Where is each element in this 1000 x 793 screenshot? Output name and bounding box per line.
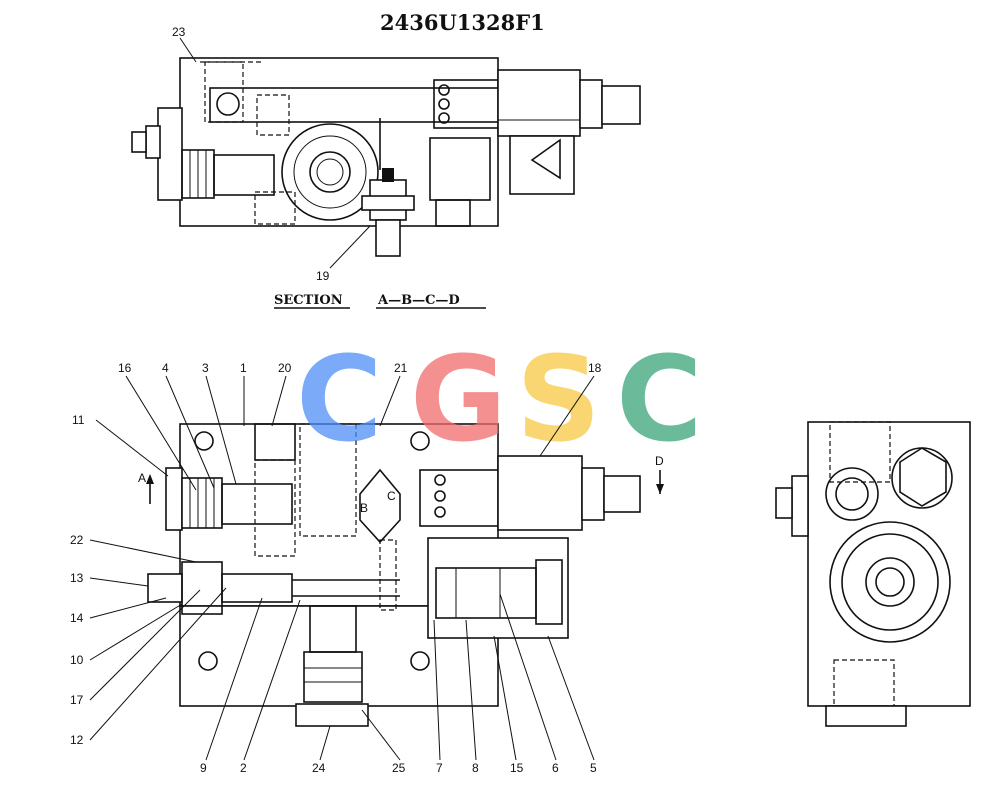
top-section-view <box>131 57 641 257</box>
top-center-bore <box>281 123 379 221</box>
plug-11 <box>165 467 183 531</box>
solenoid-arrow-icon <box>530 138 561 180</box>
callout-20: 20 <box>278 361 292 375</box>
watermark: C G S C <box>296 330 703 468</box>
side-main-bore <box>829 521 951 643</box>
watermark-letter: G <box>410 330 507 468</box>
view-letter-d: D <box>655 454 664 468</box>
callout-16: 16 <box>118 361 132 375</box>
callout-2: 2 <box>240 761 247 775</box>
callout-18: 18 <box>588 361 602 375</box>
callout-8: 8 <box>472 761 479 775</box>
callout-9: 9 <box>200 761 207 775</box>
view-letter-c: C <box>387 489 396 503</box>
view-letter-a: A <box>138 471 146 485</box>
callout-3: 3 <box>202 361 209 375</box>
arrow-a-icon <box>146 474 154 484</box>
watermark-letter: S <box>516 330 601 468</box>
callout-17: 17 <box>70 693 84 707</box>
callout-25: 25 <box>392 761 406 775</box>
callout-11: 11 <box>72 413 85 427</box>
leader-lines <box>89 37 595 761</box>
section-letters: A—B—C—D <box>377 293 460 308</box>
callout-12: 12 <box>70 733 84 747</box>
callout-22: 22 <box>70 533 84 547</box>
callout-14: 14 <box>70 611 84 625</box>
top-solenoid-cartridge <box>497 69 581 137</box>
callout-15: 15 <box>510 761 524 775</box>
view-letter-b: B <box>360 501 368 515</box>
arrow-d-icon <box>656 484 664 494</box>
top-valve-body <box>179 57 499 227</box>
watermark-letter: C <box>616 330 703 468</box>
callout-4: 4 <box>162 361 169 375</box>
drawing-number: 2436U1328F1 <box>380 10 545 35</box>
relief-assembly <box>427 537 569 639</box>
callout-24: 24 <box>312 761 326 775</box>
callout-19: 19 <box>316 269 330 283</box>
section-label: SECTION <box>274 293 343 308</box>
callout-13: 13 <box>70 571 84 585</box>
top-left-plug <box>157 107 183 201</box>
callout-numbers: 23 19 16 4 3 1 20 21 18 11 22 13 14 10 1… <box>70 25 602 775</box>
watermark-letter: C <box>296 330 383 468</box>
callout-23: 23 <box>172 25 186 39</box>
side-view <box>775 421 971 727</box>
callout-21: 21 <box>394 361 408 375</box>
callout-6: 6 <box>552 761 559 775</box>
callout-7: 7 <box>436 761 443 775</box>
center-hex-plug <box>359 468 401 544</box>
callout-5: 5 <box>590 761 597 775</box>
callout-1: 1 <box>240 361 247 375</box>
callout-10: 10 <box>70 653 84 667</box>
port-circle <box>216 92 240 116</box>
bottom-nut-24 <box>295 703 369 727</box>
front-view: B C A D <box>138 423 664 727</box>
